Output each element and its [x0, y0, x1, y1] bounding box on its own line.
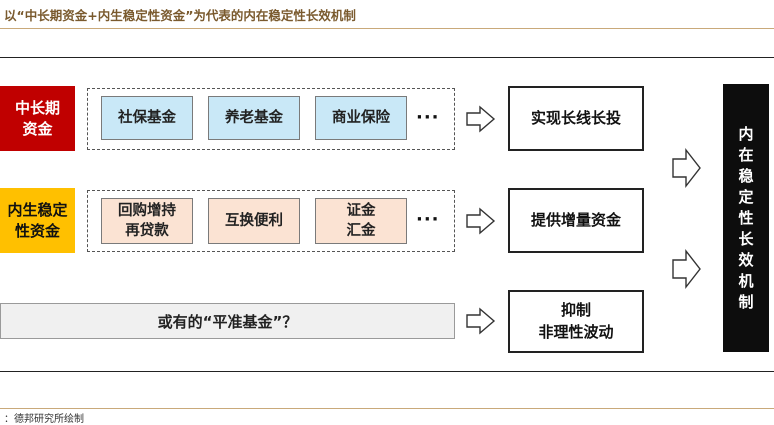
diagram-bottom-border — [0, 371, 774, 372]
chip-pension-fund: 养老基金 — [208, 96, 300, 140]
chip-swap-facility: 互换便利 — [208, 198, 300, 244]
final-label-char: 制 — [738, 292, 754, 311]
chip-buyback-relending: 回购增持 再贷款 — [101, 198, 193, 244]
arrow-right-icon — [466, 307, 496, 335]
arrow-right-icon — [672, 147, 701, 189]
stabilization-fund-box: 或有的“平准基金”？ — [0, 303, 455, 339]
final-label-char: 长 — [738, 229, 754, 248]
result-long-term-investment: 实现长线长投 — [508, 86, 644, 151]
final-label-char: 稳 — [738, 166, 754, 185]
chip-social-security-fund: 社保基金 — [101, 96, 193, 140]
chip-commercial-insurance: 商业保险 — [315, 96, 407, 140]
title-divider — [0, 28, 774, 29]
diagram-top-border — [0, 57, 774, 58]
footer-divider — [0, 408, 774, 409]
category-endogenous-stability-funds: 内生稳定 性资金 — [0, 188, 75, 253]
final-label: 内在稳定性长效机制 — [738, 124, 753, 313]
final-label-char: 在 — [738, 145, 754, 164]
final-label-char: 内 — [738, 124, 754, 143]
final-label-char: 性 — [738, 208, 754, 227]
final-long-term-mechanism: 内在稳定性长效机制 — [723, 84, 769, 352]
final-label-char: 机 — [738, 271, 754, 290]
category-medium-long-term-funds: 中长期 资金 — [0, 86, 75, 151]
source-note: ：德邦研究所绘制 — [4, 414, 84, 425]
row2-ellipsis: ··· — [416, 209, 440, 230]
arrow-right-icon — [672, 248, 701, 290]
row1-items-group — [87, 88, 455, 150]
chart-title: 以“中长期资金+内生稳定性资金”为代表的内在稳定性长效机制 — [4, 8, 356, 23]
row2-items-group — [87, 190, 455, 252]
result-incremental-funds: 提供增量资金 — [508, 188, 644, 253]
row1-ellipsis: ··· — [416, 107, 440, 128]
chip-csf-central-huijin: 证金 汇金 — [315, 198, 407, 244]
arrow-right-icon — [466, 207, 496, 235]
final-label-char: 效 — [738, 250, 754, 269]
final-label-char: 定 — [738, 187, 754, 206]
arrow-right-icon — [466, 105, 496, 133]
result-curb-irrational-volatility: 抑制 非理性波动 — [508, 290, 644, 353]
